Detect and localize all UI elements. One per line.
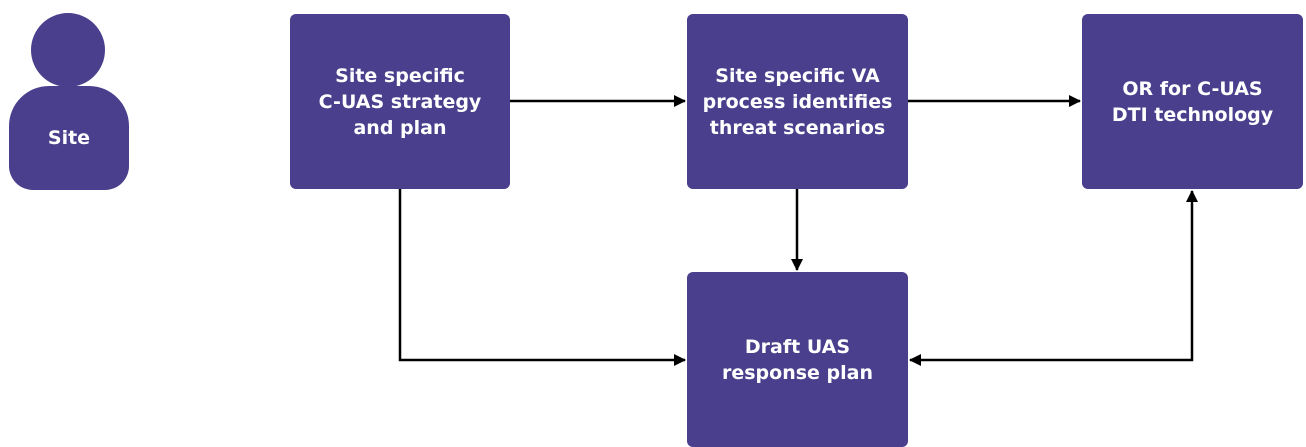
node-va-process-label: Site specific VA process identifies thre… — [702, 64, 893, 139]
node-site-strategy-label: Site specific C-UAS strategy and plan — [318, 64, 482, 139]
node-va-process: Site specific VA process identifies thre… — [687, 14, 908, 189]
node-draft-response-plan-label: Draft UAS response plan — [721, 335, 874, 384]
person-icon-head — [31, 13, 105, 87]
person-icon-body: Site — [9, 86, 129, 190]
node-draft-response-plan: Draft UAS response plan — [687, 272, 908, 447]
node-or-technology: OR for C-UAS DTI technology — [1082, 14, 1303, 189]
node-site-strategy: Site specific C-UAS strategy and plan — [290, 14, 510, 189]
site-label: Site — [47, 127, 91, 149]
node-or-technology-label: OR for C-UAS DTI technology — [1111, 77, 1274, 126]
edge-or-draft-bidirectional — [909, 190, 1198, 366]
edge-strategy-to-draft — [398, 189, 686, 366]
site-actor: Site — [0, 0, 140, 200]
